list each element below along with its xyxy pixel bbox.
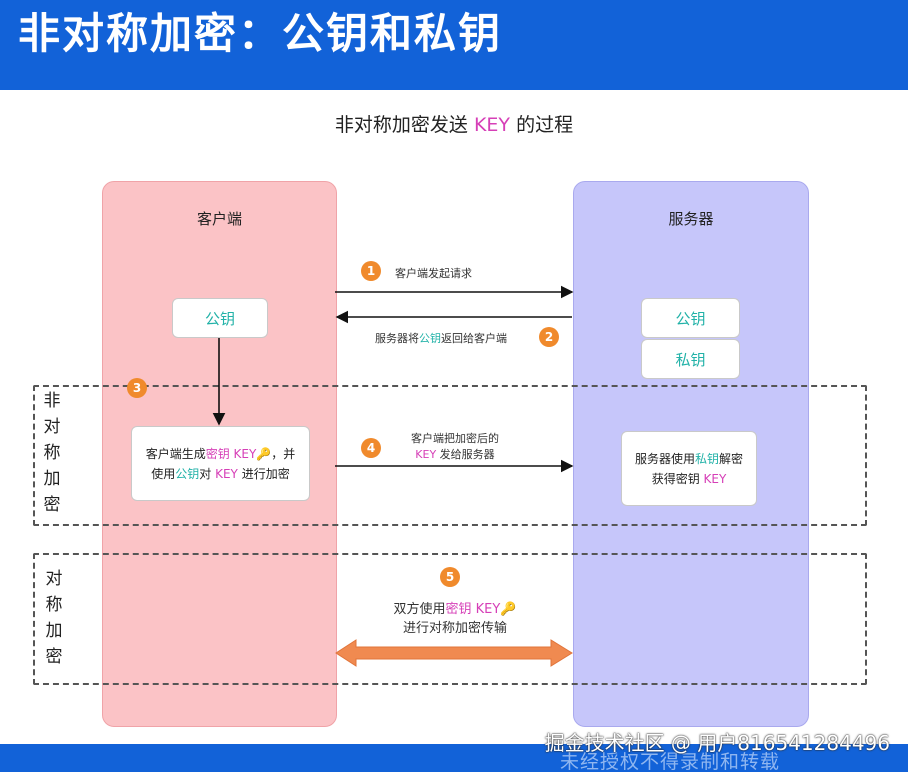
footer-text: 未经授权不得录制和转载 <box>560 751 781 773</box>
symmetric-char: 密 <box>45 647 63 667</box>
text: 发给服务器 <box>436 448 495 461</box>
key-word: KEY <box>471 602 501 617</box>
step-1-badge: 1 <box>361 261 381 281</box>
page-title: 非对称加密：公钥和私钥 <box>18 9 503 58</box>
key-icon: 🔑 <box>500 602 517 617</box>
step-1-label: 客户端发起请求 <box>395 267 472 280</box>
public-key-word: 公钥 <box>419 332 441 345</box>
text: 进行对称加密传输 <box>402 621 507 636</box>
server-lane-title: 服务器 <box>668 210 714 228</box>
double-arrow <box>335 639 573 667</box>
step-2-badge: 2 <box>539 327 559 347</box>
text: 使用 <box>151 466 176 481</box>
server-decrypt-box: 服务器使用私钥解密 获得密钥 KEY <box>621 431 757 506</box>
text: 解密 <box>719 451 744 466</box>
server-public-key-label: 公钥 <box>675 309 706 328</box>
asymmetric-section-label: 非 对 称 加 密 <box>42 388 62 518</box>
footer-bar <box>0 744 908 772</box>
step-2-label: 服务器将公钥返回给客户端 <box>375 331 535 347</box>
key-word: KEY <box>215 466 238 481</box>
key-word: 密钥 <box>205 446 230 461</box>
symmetric-char: 称 <box>45 595 63 615</box>
asymmetric-char: 非 <box>43 391 61 411</box>
client-public-key-label: 公钥 <box>204 309 235 328</box>
header-bar: 非对称加密：公钥和私钥 <box>0 0 908 90</box>
key-word: KEY <box>703 471 727 486</box>
private-key-word: 私钥 <box>694 451 719 466</box>
step-3-badge: 3 <box>127 378 147 398</box>
asymmetric-char: 对 <box>43 417 61 437</box>
diagram-title-prefix: 非对称加密发送 <box>334 114 474 136</box>
server-private-key-box: 私钥 <box>641 339 740 379</box>
text: 客户端把加密后的 <box>411 432 499 445</box>
symmetric-char: 对 <box>45 569 63 589</box>
server-public-key-box: 公钥 <box>641 298 740 338</box>
text: 客户端生成 <box>145 446 206 461</box>
step-5-badge: 5 <box>440 567 460 587</box>
step-5-label: 双方使用密钥 KEY🔑 进行对称加密传输 <box>370 600 540 638</box>
key-icon: 🔑 <box>256 446 272 461</box>
text: 对 <box>199 466 216 481</box>
server-decrypt-line1: 服务器使用私钥解密 <box>635 449 743 469</box>
diagram-title: 非对称加密发送 KEY 的过程 <box>0 110 908 137</box>
diagram-title-suffix: 的过程 <box>510 114 574 136</box>
key-word: 密钥 <box>445 602 472 617</box>
watermark: 掘金技术社区 @ 用户816541284496 <box>544 731 890 755</box>
text: 返回给客户端 <box>441 332 507 345</box>
client-gen-line1: 客户端生成密钥 KEY🔑，并 <box>146 444 296 464</box>
asymmetric-section <box>33 385 867 526</box>
asymmetric-char: 称 <box>43 443 61 463</box>
key-word: KEY <box>415 448 437 461</box>
symmetric-section-label: 对 称 加 密 <box>44 566 64 670</box>
client-generate-key-box: 客户端生成密钥 KEY🔑，并 使用公钥对 KEY 进行加密 <box>131 426 310 501</box>
text: 服务器使用 <box>634 451 695 466</box>
text: 获得密钥 <box>651 471 704 486</box>
public-key-word: 公钥 <box>175 466 200 481</box>
symmetric-char: 加 <box>45 621 63 641</box>
key-word: KEY <box>229 446 257 461</box>
client-public-key-box: 公钥 <box>172 298 268 338</box>
text: 服务器将 <box>375 332 419 345</box>
step-4-badge: 4 <box>361 438 381 458</box>
text: 进行加密 <box>237 466 290 481</box>
client-lane-title: 客户端 <box>196 210 242 228</box>
diagram-title-key: KEY <box>473 114 511 136</box>
server-decrypt-line2: 获得密钥 KEY <box>635 469 743 489</box>
text: 双方使用 <box>393 602 446 617</box>
client-gen-line2: 使用公钥对 KEY 进行加密 <box>146 464 296 484</box>
server-private-key-label: 私钥 <box>675 350 706 369</box>
step-4-label: 客户端把加密后的 KEY 发给服务器 <box>390 431 520 463</box>
asymmetric-char: 密 <box>43 495 61 515</box>
asymmetric-char: 加 <box>43 469 61 489</box>
text: ，并 <box>271 446 296 461</box>
symmetric-section <box>33 553 867 685</box>
